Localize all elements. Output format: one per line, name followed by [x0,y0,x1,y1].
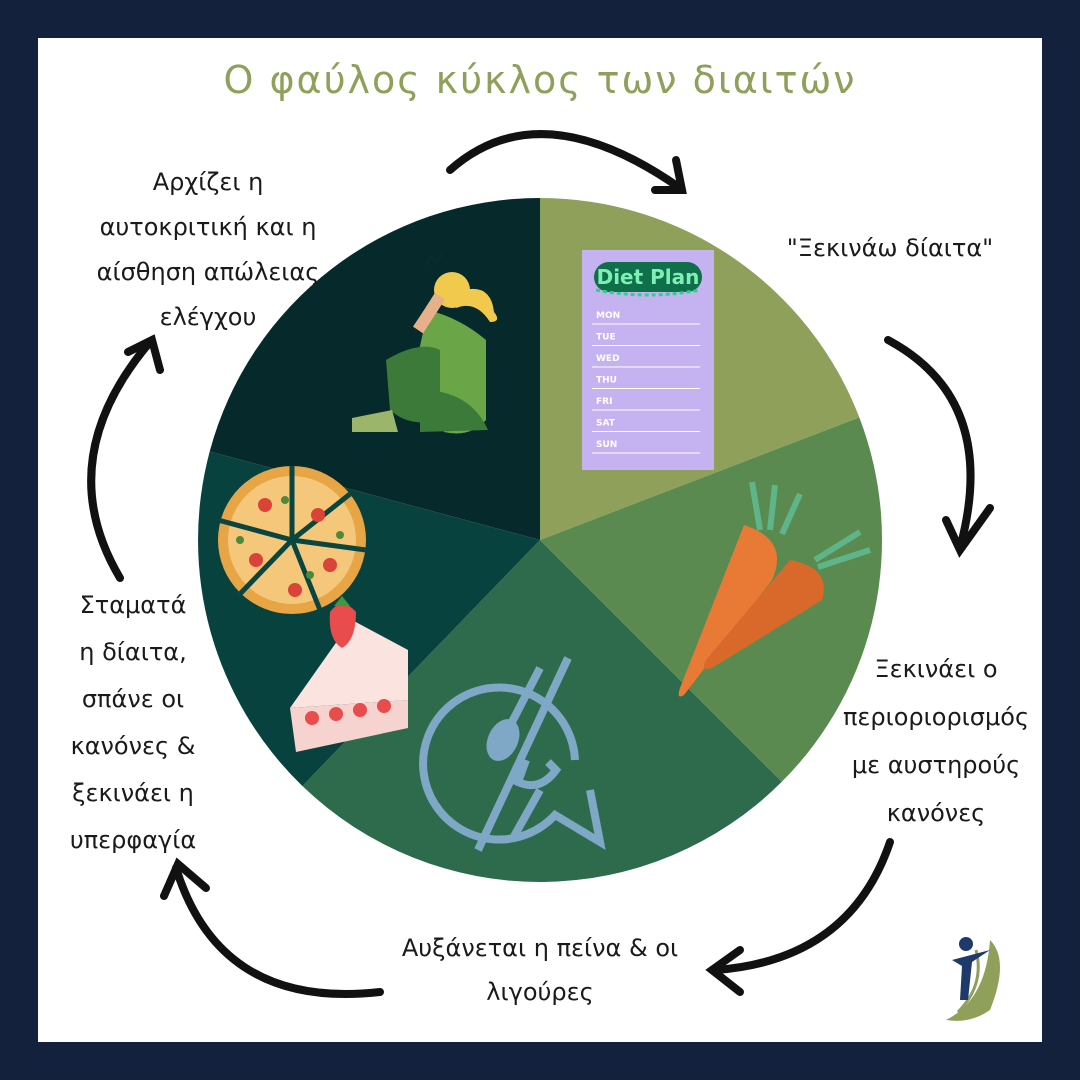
diet-plan-day-fri: FRI [596,397,612,407]
cake-slice-icon [290,596,408,752]
diet-plan-title: Diet Plan [597,265,700,289]
diagram-title: Ο φαύλος κύκλος των διαιτών [223,58,857,102]
diet-plan-day-thu: THU [596,376,617,386]
arrow-head-1 [651,156,687,194]
arrow-start-to-restrict [884,336,975,552]
brand-logo [946,937,1000,1021]
arrow-head-2 [942,504,994,558]
arrow-restrict-to-hunger [712,838,894,974]
diet-plan-day-sun: SUN [596,440,617,450]
no-food-icon [419,656,606,852]
pizza-icon [217,466,367,614]
arrow-stop-to-guilt [87,338,154,582]
diet-plan-day-mon: MON [596,311,620,321]
stage-label-start: "Ξεκινάω δίαιτα" [786,234,994,262]
diet-plan-day-tue: TUE [596,333,616,343]
carrot-icon [678,481,871,697]
arrow-hunger-to-stop [172,864,384,999]
arrow-head-4 [160,857,210,900]
stage-label-overeating: Σταματά η δίαιτα, σπάνε οι κανόνες & ξεκ… [69,591,197,854]
arrow-guilt-to-start [446,130,684,192]
stage-label-hunger: Αυξάνεται η πείνα & οι λιγούρες [401,934,679,1006]
arrow-head-3 [705,946,744,996]
diet-plan-icon: Diet Plan MON TUE WED THU FRI SAT SUN [582,250,714,470]
arrow-head-5 [124,334,164,374]
cycle-arrows [87,130,994,999]
stage-label-self-criticism: Αρχίζει η αυτοκριτική και η αίσθηση απώλ… [96,168,320,331]
stressed-woman-icon [352,252,498,434]
diet-plan-day-sat: SAT [596,419,616,429]
diet-plan-day-wed: WED [596,354,620,364]
stage-label-restriction: Ξεκινάει ο περιοριορισμός με αυστηρούς κ… [842,655,1030,827]
